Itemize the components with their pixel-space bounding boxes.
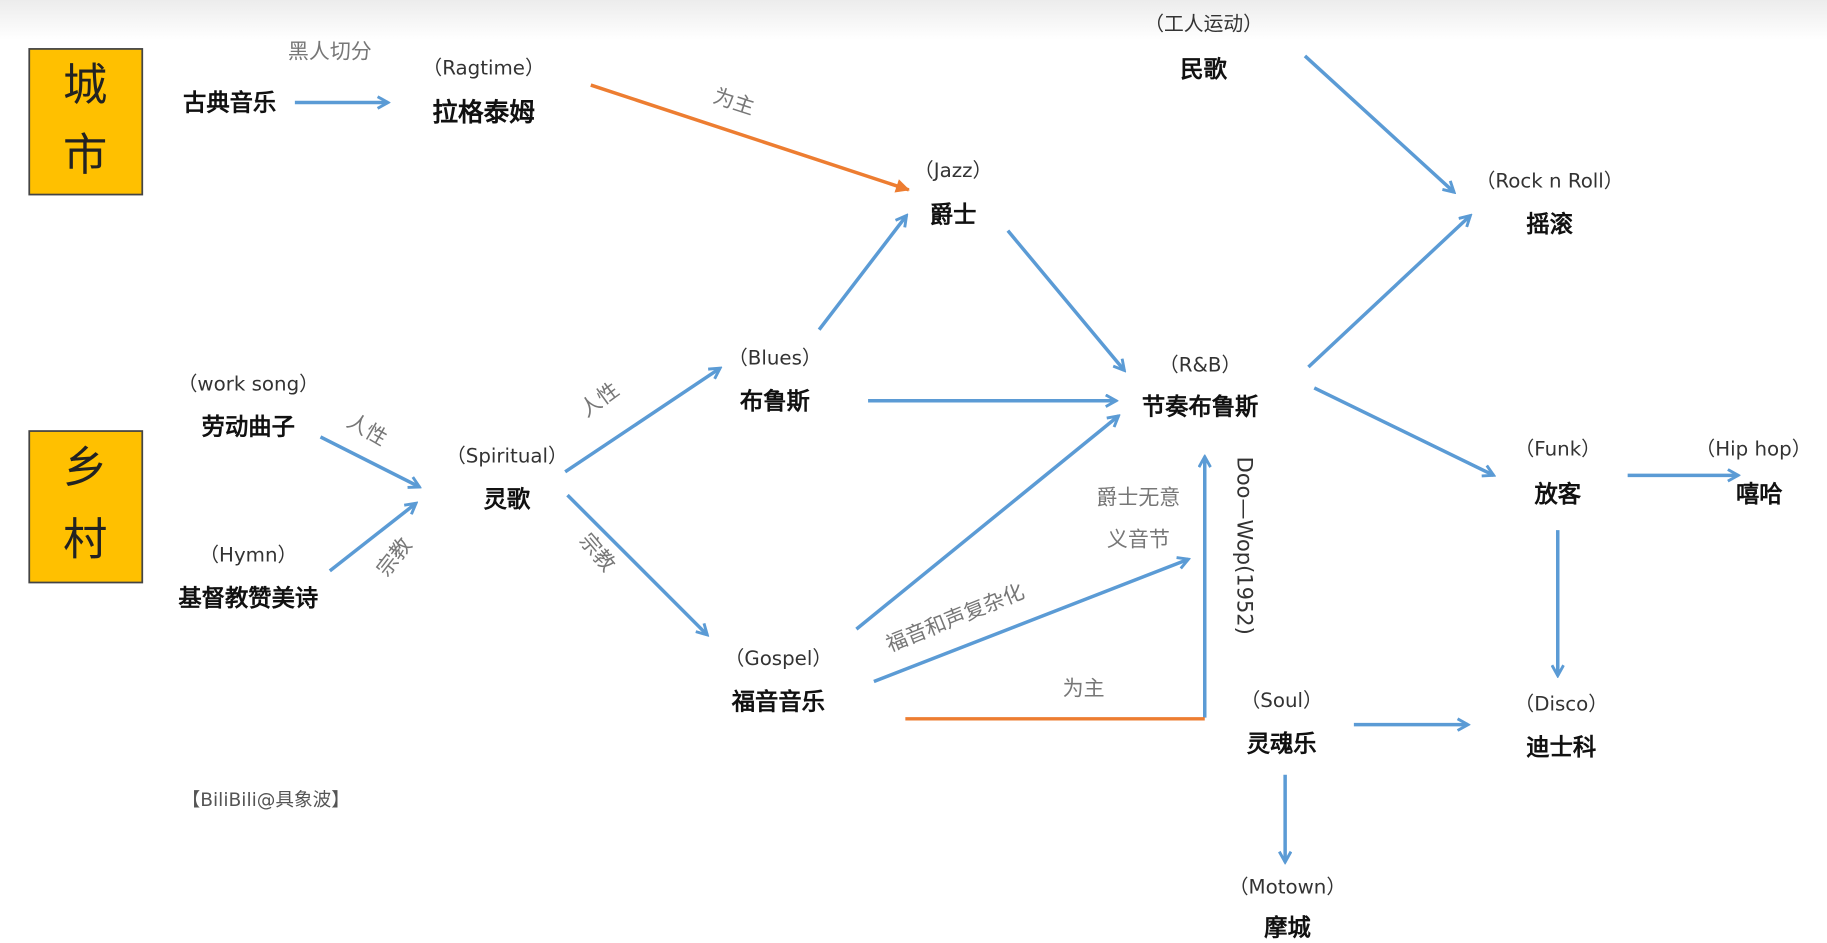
node-blues-en: （Blues）	[728, 347, 822, 370]
node-rnb: （R&B） 节奏布鲁斯	[1142, 354, 1258, 421]
edges	[294, 54, 1738, 862]
label-syncopation: 黑人切分	[288, 39, 372, 63]
node-gospel-en: （Gospel）	[725, 647, 833, 670]
arrow-hymn-spiritual	[328, 503, 416, 573]
category-rural-char1: 乡	[63, 442, 107, 493]
node-worksong-en: （work song）	[178, 372, 319, 395]
node-worksong: （work song） 劳动曲子	[178, 372, 319, 440]
label-hymn-religion: 宗教	[372, 533, 417, 581]
arrow-worksong-spiritual	[319, 435, 420, 487]
node-motown-en: （Motown）	[1229, 876, 1346, 899]
node-motown: （Motown） 摩城	[1229, 876, 1346, 942]
node-rnb-en: （R&B）	[1159, 354, 1241, 377]
node-hiphop-en: （Hip hop）	[1695, 438, 1811, 461]
node-jazz: （Jazz） 爵士	[914, 159, 992, 228]
node-blues: （Blues） 布鲁斯	[728, 347, 822, 415]
arrow-rnb-rock	[1307, 216, 1470, 369]
node-spiritual: （Spiritual） 灵歌	[446, 445, 568, 513]
node-ragtime: （Ragtime） 拉格泰姆	[422, 57, 544, 129]
node-funk: （Funk） 放客	[1515, 438, 1601, 509]
node-ragtime-en: （Ragtime）	[422, 57, 544, 80]
node-gospel-zh: 福音音乐	[731, 687, 825, 715]
node-motown-zh: 摩城	[1264, 914, 1311, 939]
node-rnb-zh: 节奏布鲁斯	[1142, 393, 1258, 421]
category-rural: 乡 村	[28, 430, 144, 584]
node-disco-en: （Disco）	[1514, 693, 1608, 716]
node-hiphop: （Hip hop） 嘻哈	[1695, 438, 1811, 509]
category-rural-char2: 村	[63, 515, 107, 566]
node-disco: （Disco） 迪士科	[1514, 693, 1608, 761]
node-worksong-zh: 劳动曲子	[202, 414, 295, 441]
node-spiritual-zh: 灵歌	[484, 486, 531, 513]
node-disco-zh: 迪士科	[1526, 734, 1596, 761]
node-jazz-en: （Jazz）	[914, 159, 992, 182]
node-soul: （Soul） 灵魂乐	[1240, 689, 1322, 757]
label-spiritual-religion: 宗教	[575, 529, 620, 577]
node-jazz-zh: 爵士	[930, 202, 977, 229]
arrow-jazz-rnb	[1006, 229, 1125, 371]
node-hymn-en: （Hymn）	[199, 544, 297, 567]
node-rock: （Rock n Roll） 摇滚	[1476, 170, 1624, 238]
arrow-rnb-funk	[1313, 386, 1493, 475]
arrow-spiritual-blues	[564, 368, 720, 474]
node-folk-zh: 民歌	[1180, 56, 1227, 83]
category-urban-char1: 城	[63, 60, 107, 111]
node-folk-en: （工人运动）	[1144, 12, 1263, 35]
category-urban: 城 市	[28, 48, 144, 196]
label-doowop: Doo—Wop(1952)	[1232, 457, 1256, 635]
node-gospel: （Gospel） 福音音乐	[725, 647, 833, 715]
node-hiphop-zh: 嘻哈	[1736, 481, 1783, 508]
node-blues-zh: 布鲁斯	[740, 387, 810, 415]
arrow-gospel-harmony	[873, 559, 1189, 684]
node-rock-zh: 摇滚	[1526, 210, 1573, 238]
node-rock-en: （Rock n Roll）	[1476, 170, 1624, 193]
node-classical: 古典音乐	[183, 89, 276, 117]
label-jazz-nonsense-2: 义音节	[1107, 527, 1170, 551]
node-ragtime-zh: 拉格泰姆	[432, 97, 535, 128]
node-folk: （工人运动） 民歌	[1144, 12, 1263, 83]
category-urban-char2: 市	[63, 130, 107, 181]
node-hymn: （Hymn） 基督教赞美诗	[178, 544, 318, 612]
arrow-blues-jazz	[817, 216, 906, 331]
node-funk-en: （Funk）	[1515, 438, 1601, 461]
node-soul-en: （Soul）	[1240, 689, 1322, 712]
node-spiritual-en: （Spiritual）	[446, 445, 568, 468]
arrow-gospel-rnb	[855, 416, 1118, 631]
node-funk-zh: 放客	[1533, 480, 1581, 508]
arrow-folk-rock	[1303, 54, 1454, 192]
label-gospel-main: 为主	[1063, 677, 1105, 701]
label-spiritual-humanity: 人性	[575, 378, 623, 422]
label-jazz-nonsense-1: 爵士无意	[1096, 485, 1180, 509]
arrow-ragtime-jazz	[590, 83, 910, 193]
label-worksong-humanity: 人性	[343, 409, 391, 451]
node-hymn-zh: 基督教赞美诗	[178, 584, 318, 612]
arrow-spiritual-gospel	[566, 493, 707, 635]
watermark: 【BiliBili@具象波】	[182, 790, 350, 811]
node-soul-zh: 灵魂乐	[1247, 729, 1317, 757]
label-ragtime-main: 为主	[710, 84, 757, 120]
